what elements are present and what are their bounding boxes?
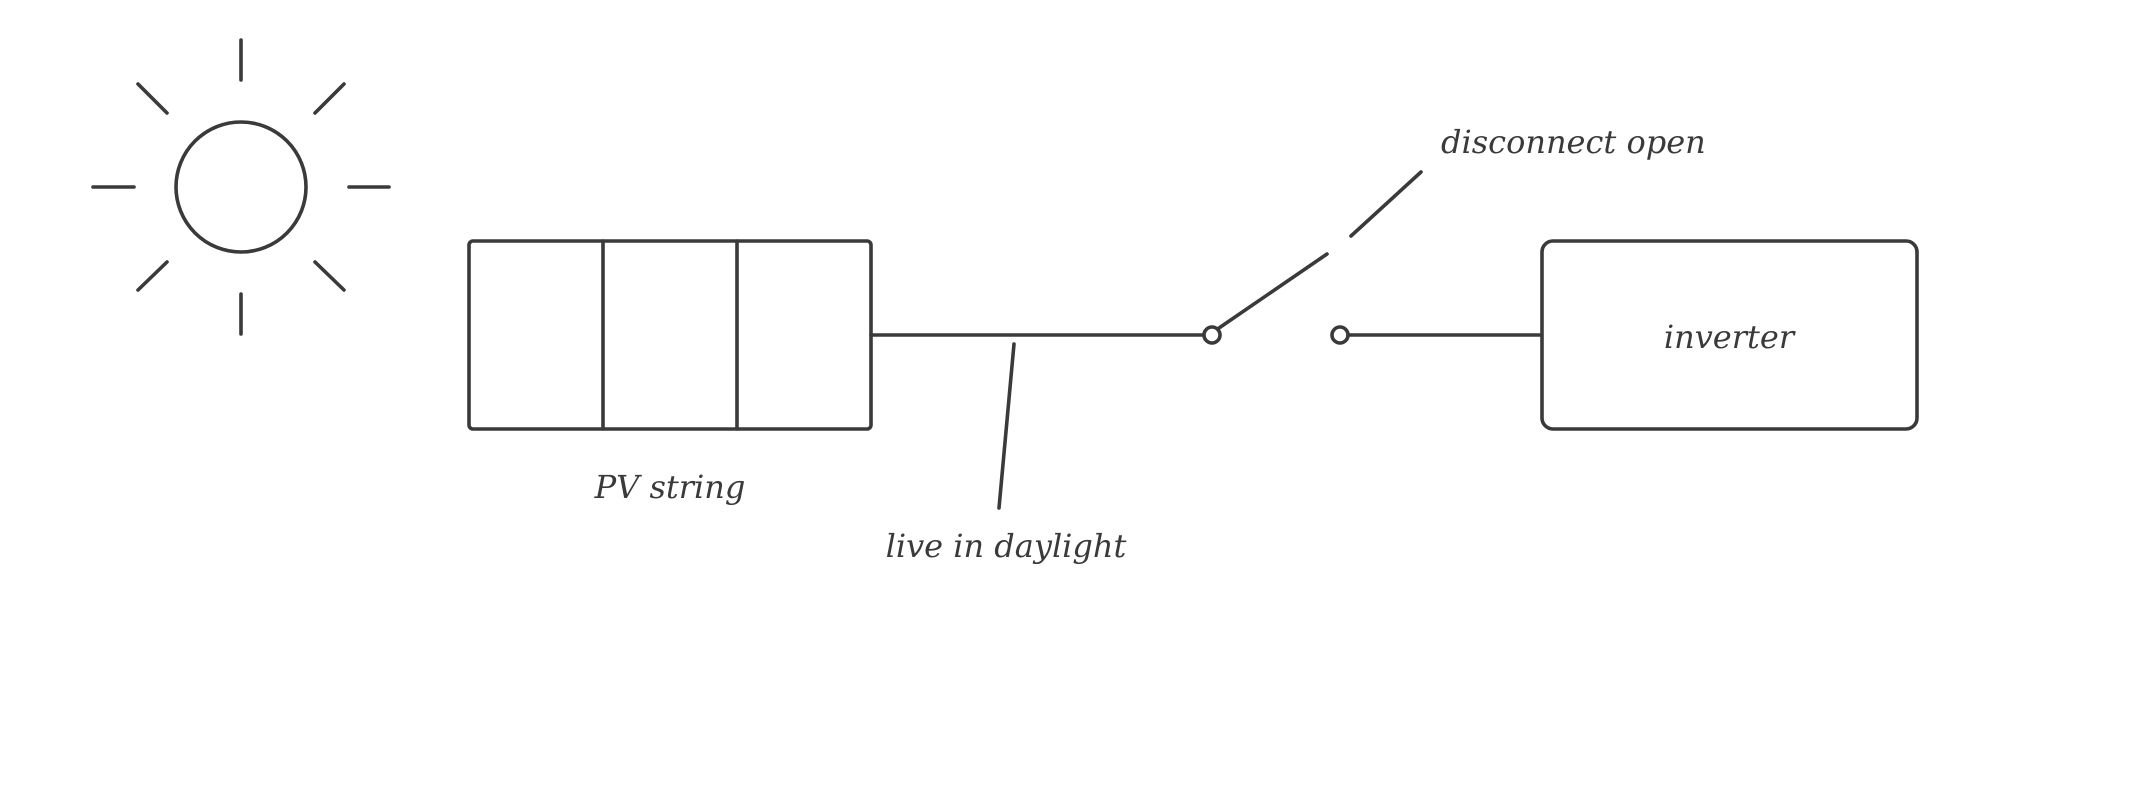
switch-terminal-left: [1202, 325, 1222, 345]
sun-ray-top-right: [313, 82, 346, 115]
live-note-label: live in daylight: [886, 527, 1127, 565]
live-note-leader: [997, 342, 1016, 510]
disconnect-leader: [1349, 170, 1423, 238]
inverter-label: inverter: [1664, 318, 1796, 356]
sun-ray-bottom-right: [313, 260, 346, 292]
inverter-box: [1540, 239, 1919, 431]
disconnect-label: disconnect open: [1441, 123, 1706, 161]
pv-string: [467, 239, 873, 431]
sun-ray-top-left: [136, 82, 169, 115]
disconnect-switch: [1202, 170, 1423, 345]
sun-icon: [91, 38, 391, 336]
switch-terminal-right: [1330, 325, 1350, 345]
sun-disc: [174, 120, 308, 254]
pv-string-box: [467, 239, 873, 431]
sun-ray-bottom-left: [136, 260, 169, 292]
switch-blade: [1217, 252, 1329, 330]
pv-string-label: PV string: [594, 468, 746, 506]
